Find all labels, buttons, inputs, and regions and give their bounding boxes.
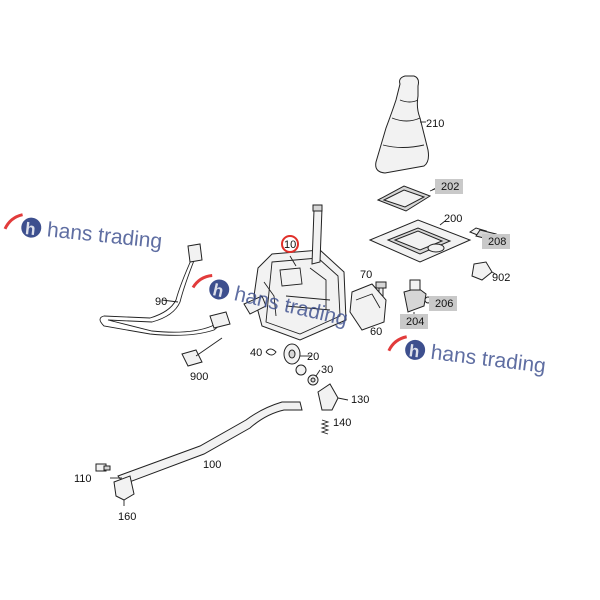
watermark-logo-icon — [21, 217, 42, 238]
callout-210: 210 — [426, 118, 444, 130]
part-204-sensor — [403, 279, 432, 318]
part-902-connector — [471, 261, 498, 281]
callout-20: 20 — [307, 351, 319, 363]
callout-70: 70 — [360, 269, 372, 281]
callout-140: 140 — [333, 417, 351, 429]
watermark-logo-swoosh — [3, 213, 23, 230]
callout-206: 206 — [435, 298, 453, 310]
watermark-1: h hans trading — [3, 213, 163, 253]
svg-text:h: h — [211, 280, 225, 301]
part-210-shift-boot — [375, 75, 429, 174]
callout-10: 10 — [284, 239, 296, 251]
svg-text:h: h — [408, 341, 421, 361]
callout-208: 208 — [488, 236, 506, 248]
part-140-spring — [320, 419, 330, 435]
callout-200: 200 — [444, 213, 462, 225]
watermark-logo-swoosh — [387, 335, 408, 352]
callout-204-highlight — [400, 314, 428, 329]
callout-130: 130 — [351, 394, 369, 406]
watermark-3: h hans trading — [387, 335, 548, 378]
part-100-shift-rod — [117, 401, 303, 485]
callout-10-circle — [281, 235, 299, 253]
watermark-logo-icon — [209, 279, 230, 300]
callout-40: 40 — [250, 347, 262, 359]
callout-204: 204 — [406, 316, 424, 328]
part-200-cover-plate — [368, 219, 472, 263]
watermark-logo-icon — [405, 339, 426, 360]
part-40-clip — [265, 348, 277, 356]
callout-90: 90 — [155, 296, 167, 308]
callout-208-highlight — [482, 234, 510, 249]
part-900-connector — [181, 337, 223, 367]
watermark-text: hans trading — [46, 218, 163, 253]
callout-30: 30 — [321, 364, 333, 376]
svg-text:h: h — [24, 219, 36, 239]
callout-100: 100 — [203, 459, 221, 471]
part-202-frame — [376, 185, 441, 212]
part-20-bushing — [283, 343, 301, 365]
callout-206-highlight — [429, 296, 457, 311]
part-110-end-fitting — [95, 463, 111, 472]
callout-160: 160 — [118, 511, 136, 523]
callout-902: 902 — [492, 272, 510, 284]
watermark-text: hans trading — [430, 341, 548, 378]
part-30-washer — [295, 364, 319, 386]
callout-202: 202 — [441, 181, 459, 193]
watermark-logo-swoosh — [191, 274, 213, 289]
part-90-cable — [99, 243, 267, 336]
part-130-lever — [317, 383, 349, 411]
part-60-bracket — [349, 283, 387, 331]
part-160-clip — [113, 475, 135, 506]
callout-60: 60 — [370, 326, 382, 338]
callout-110: 110 — [74, 473, 92, 485]
callout-900: 900 — [190, 371, 208, 383]
callout-202-highlight — [435, 179, 463, 194]
